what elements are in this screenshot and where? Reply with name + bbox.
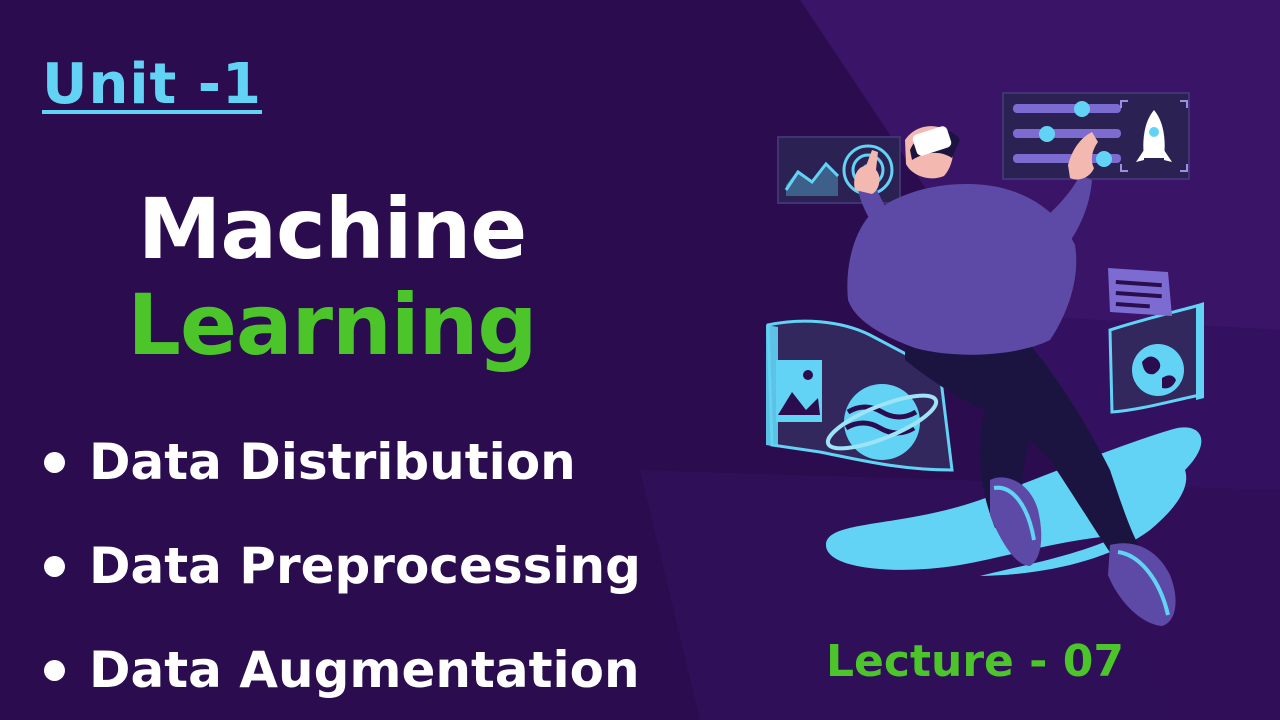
lecture-number: Lecture - 07: [826, 636, 1124, 687]
curved-panel-left: [766, 319, 954, 472]
chart-screen: [777, 136, 901, 204]
topic-label: Data Preprocessing: [89, 537, 641, 595]
bullet-icon: [44, 555, 65, 577]
curved-panel-right: [1108, 268, 1204, 414]
globe-icon: [1132, 344, 1184, 396]
topic-label: Data Distribution: [89, 433, 576, 491]
topic-item: Data Distribution: [44, 410, 641, 514]
rocket-icon: [1136, 110, 1172, 162]
title-learning: Learning: [127, 276, 537, 374]
sliders-screen: [1002, 92, 1190, 180]
sliders-icon: [1013, 101, 1121, 167]
person-figure: [847, 126, 1176, 626]
document-icon: [1108, 268, 1172, 316]
topic-item: Data Augmentation: [44, 618, 641, 720]
title-machine: Machine: [137, 180, 527, 278]
bullet-icon: [44, 659, 65, 681]
vr-headset-icon: [912, 126, 952, 156]
line-chart-icon: [784, 161, 840, 191]
vr-person-illustration: [766, 92, 1204, 626]
bullet-icon: [44, 451, 65, 473]
planet-icon: [825, 384, 939, 460]
topic-list: Data Distribution Data Preprocessing Dat…: [44, 410, 641, 720]
unit-label: Unit -1: [42, 52, 263, 117]
topic-item: Data Preprocessing: [44, 514, 641, 618]
image-icon: [776, 360, 822, 422]
topic-label: Data Augmentation: [89, 641, 640, 699]
